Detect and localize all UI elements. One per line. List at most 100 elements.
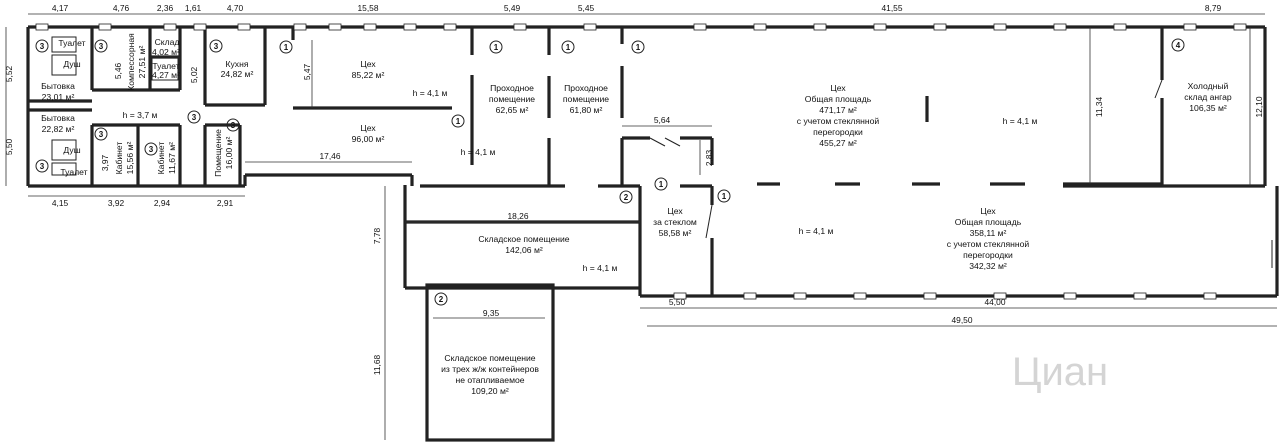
room-labels: Туалет Душ Бытовка 23,01 м² Бытовка 22,8… xyxy=(41,33,1232,396)
window-mark xyxy=(923,292,937,300)
watermark: Циан xyxy=(1012,350,1108,394)
cold-label-1: Холодный xyxy=(1188,81,1229,91)
window-mark xyxy=(853,292,867,300)
window-mark xyxy=(813,23,827,31)
dim-bottom-right-1: 5,50 xyxy=(669,297,686,307)
zone-marker: 2 xyxy=(619,190,633,204)
dim-top-8: 5,45 xyxy=(578,3,595,13)
bytovka2-label: Бытовка xyxy=(41,113,75,123)
window-mark xyxy=(363,23,377,31)
zone-marker: 3 xyxy=(226,118,240,132)
glass-label-2: за стеклом xyxy=(653,217,697,227)
prohod1-area: 62,65 м² xyxy=(496,105,529,115)
window-mark xyxy=(1053,23,1067,31)
glass-label-1: Цех xyxy=(667,206,683,216)
zone-marker: 1 xyxy=(717,189,731,203)
window-mark xyxy=(933,23,947,31)
svg-text:3: 3 xyxy=(231,121,236,130)
dim-top-5: 4,70 xyxy=(227,3,244,13)
window-mark xyxy=(793,292,807,300)
zone-marker: 1 xyxy=(279,40,293,54)
svg-text:1: 1 xyxy=(636,43,641,52)
dim-misc-8: 11,68 xyxy=(372,354,382,375)
cold-area: 106,35 м² xyxy=(1189,103,1227,113)
compressor-label: Компессорная xyxy=(126,33,136,91)
container-line2: из трех ж/ж контейнеров xyxy=(441,364,539,374)
svg-text:1: 1 xyxy=(566,43,571,52)
dim-left-2: 5,50 xyxy=(4,139,14,156)
tseh2-height: h = 4,1 м xyxy=(461,147,496,157)
dim-misc-9: 9,35 xyxy=(483,308,500,318)
prohod2-area: 61,80 м² xyxy=(570,105,603,115)
svg-text:2: 2 xyxy=(624,193,629,202)
tseh2-label: Цех xyxy=(360,123,376,133)
zone-markers: 3 3 3 3 3 3 3 3 1 1 1 1 1 4 2 1 1 2 xyxy=(35,38,1185,306)
zone-marker: 4 xyxy=(1171,38,1185,52)
dim-misc-4: 3,97 xyxy=(100,155,110,172)
svg-text:3: 3 xyxy=(214,42,219,51)
storage-area: 142,06 м² xyxy=(505,245,543,255)
svg-text:3: 3 xyxy=(192,113,197,122)
bytovka2-area: 22,82 м² xyxy=(42,124,75,134)
svg-text:1: 1 xyxy=(722,192,727,201)
tseh2-area: 96,00 м² xyxy=(352,134,385,144)
zone-marker: 1 xyxy=(489,40,503,54)
prohod2-label-b: помещение xyxy=(563,94,609,104)
window-mark xyxy=(35,23,49,31)
svg-text:3: 3 xyxy=(99,42,104,51)
zone-marker: 1 xyxy=(631,40,645,54)
window-mark xyxy=(693,23,707,31)
zone-marker: 3 xyxy=(94,39,108,53)
dim-misc-1: 5,46 xyxy=(113,63,123,80)
window-mark xyxy=(993,292,1007,300)
svg-text:1: 1 xyxy=(456,117,461,126)
dim-top-2: 4,76 xyxy=(113,3,130,13)
window-mark xyxy=(443,23,457,31)
cabinet2-label: Кабинет xyxy=(156,142,166,175)
window-mark xyxy=(743,292,757,300)
prohod1-label-b: помещение xyxy=(489,94,535,104)
svg-text:3: 3 xyxy=(40,42,45,51)
dim-misc-6: 2,83 xyxy=(704,150,714,167)
tseh-low-line2: с учетом стеклянной xyxy=(947,239,1030,249)
corridor-height: h = 3,7 м xyxy=(123,110,158,120)
window-mark xyxy=(237,23,251,31)
dim-top-3: 2,36 xyxy=(157,3,174,13)
dim-bottom-3: 2,94 xyxy=(154,198,171,208)
dim-top-1: 4,17 xyxy=(52,3,69,13)
dim-top-9: 41,55 xyxy=(882,3,903,13)
dim-right-2: 11,34 xyxy=(1094,96,1104,117)
window-mark xyxy=(1183,23,1197,31)
tseh-low-label: Цех xyxy=(980,206,996,216)
window-mark xyxy=(328,23,342,31)
tseh1-label: Цех xyxy=(360,59,376,69)
tseh-low-line3: перегородки xyxy=(963,250,1013,260)
sklad-small-area: 4,02 м² xyxy=(152,47,180,57)
dim-top-10: 8,79 xyxy=(1205,3,1222,13)
zone-marker: 3 xyxy=(94,127,108,141)
windows xyxy=(35,23,1247,300)
zone-marker: 3 xyxy=(144,142,158,156)
container-line3: не отапливаемое xyxy=(455,375,524,385)
pomeshchenie-label: Помещение xyxy=(213,129,223,177)
zone-marker: 1 xyxy=(451,114,465,128)
bytovka1-label: Бытовка xyxy=(41,81,75,91)
tseh-big-label: Цех xyxy=(830,83,846,93)
svg-text:1: 1 xyxy=(284,43,289,52)
window-mark xyxy=(873,23,887,31)
bytovka1-area: 23,01 м² xyxy=(42,92,75,102)
prohod1-label-a: Проходное xyxy=(490,83,534,93)
window-mark xyxy=(163,23,177,31)
tseh1-area: 85,22 м² xyxy=(352,70,385,80)
window-mark xyxy=(583,23,597,31)
dim-left-1: 5,52 xyxy=(4,66,14,83)
fixtures xyxy=(51,36,1273,268)
tseh-big-height: h = 4,1 м xyxy=(1003,116,1038,126)
tseh-big-area2: 455,27 м² xyxy=(819,138,857,148)
window-mark xyxy=(1113,23,1127,31)
window-mark xyxy=(1063,292,1077,300)
tseh-big-line3: перегородки xyxy=(813,127,863,137)
dim-right-1: 12,10 xyxy=(1254,96,1264,117)
window-mark xyxy=(293,23,307,31)
toilet-small-area: 4,27 м² xyxy=(152,70,180,80)
